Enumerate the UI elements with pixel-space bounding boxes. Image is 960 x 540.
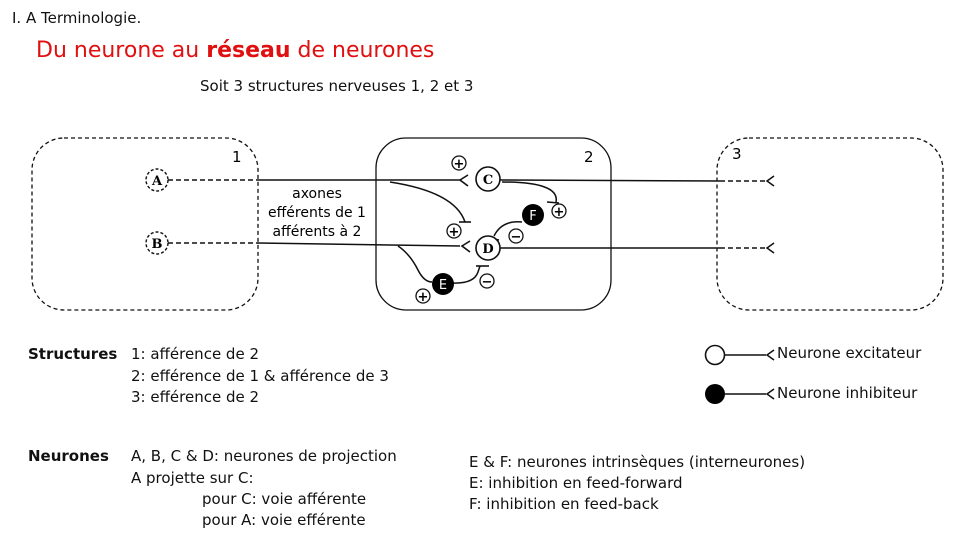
- axon-c-collateral-to-f: [501, 181, 557, 203]
- excitatory-neuron-icon: [704, 344, 726, 366]
- axon-label-line-1: axones: [292, 186, 342, 202]
- legend-excitatory: [704, 344, 775, 366]
- slide-title: Du neurone au réseau de neurones: [36, 38, 434, 63]
- synapse-a-c: [458, 174, 469, 187]
- structure-label-3: 3: [732, 145, 742, 163]
- legend-inhibitory: [705, 384, 775, 404]
- synapse-c-out: [765, 175, 775, 187]
- neurones-sub-line-2: pour A: voie efférente: [202, 511, 366, 529]
- structure-box-3: [716, 137, 944, 311]
- interneurons-line-1: E & F: neurones intrinsèques (interneuro…: [469, 453, 806, 471]
- synapse-d-out: [765, 242, 775, 254]
- neurones-line-1: A, B, C & D: neurones de projection: [131, 447, 397, 465]
- structure-box-1: [31, 137, 259, 311]
- axon-c: [499, 179, 721, 182]
- neurones-heading: Neurones: [28, 447, 109, 465]
- svg-text:+: +: [554, 205, 565, 220]
- neuron-d-label: D: [482, 242, 493, 257]
- title-part1: Du neurone au: [36, 38, 207, 63]
- legend-excitatory-label: Neurone excitateur: [777, 344, 922, 362]
- interneurons-line-3: F: inhibition en feed-back: [469, 495, 659, 513]
- structure-label-2: 2: [584, 148, 594, 166]
- interneurons-line-2: E: inhibition en feed-forward: [469, 474, 683, 492]
- svg-text:+: +: [418, 290, 429, 305]
- axon-b: [257, 242, 461, 247]
- neuron-f: F: [522, 204, 544, 226]
- svg-text:−: −: [482, 275, 493, 290]
- title-highlight: réseau: [206, 38, 291, 63]
- axon-e-to-d: [451, 265, 481, 284]
- structures-heading: Structures: [28, 345, 118, 363]
- neurones-sub-line-1: pour C: voie afférente: [202, 490, 367, 508]
- neuron-c-label: C: [483, 173, 493, 188]
- axon-a-branch-to-d: [389, 181, 466, 223]
- axon-label-line-3: afférents à 2: [273, 224, 362, 240]
- neuron-c: C: [475, 166, 501, 192]
- structures-line-2: 2: efférence de 1 & afférence de 3: [131, 367, 389, 385]
- neuron-b-label: B: [152, 237, 163, 252]
- structures-line-1: 1: afférence de 2: [131, 345, 259, 363]
- axon-label-line-2: efférents de 1: [268, 205, 366, 221]
- neuron-d: D: [475, 235, 501, 261]
- structures-line-3: 3: efférence de 2: [131, 388, 260, 406]
- plus-sign-c: +: [451, 155, 467, 172]
- neuron-e-label: E: [439, 278, 447, 293]
- legend-inhibitory-label: Neurone inhibiteur: [777, 384, 918, 402]
- neuron-a: A: [145, 168, 169, 192]
- minus-sign-fd: −: [508, 228, 524, 245]
- structure-label-1: 1: [232, 148, 242, 166]
- neuron-b: B: [145, 231, 169, 255]
- intro-text: Soit 3 structures nerveuses 1, 2 et 3: [200, 77, 474, 95]
- synapse-c-f: [546, 201, 560, 204]
- neuron-e: E: [432, 273, 454, 295]
- plus-sign-e: +: [415, 288, 431, 305]
- neuron-f-label: F: [529, 209, 536, 224]
- neurones-line-2: A projette sur C:: [131, 469, 254, 487]
- synapse-b-d: [460, 240, 471, 253]
- svg-text:+: +: [449, 225, 460, 240]
- neuron-a-label: A: [151, 174, 163, 189]
- minus-sign-ed: −: [479, 273, 495, 290]
- svg-text:+: +: [454, 157, 465, 172]
- axon-b-branch-to-e: [397, 245, 433, 283]
- plus-sign-f: +: [551, 203, 567, 220]
- plus-sign-d: +: [446, 223, 462, 240]
- axon-annotation: axones efférents de 1 afférents à 2: [262, 184, 372, 240]
- axon-f-to-d: [493, 221, 523, 237]
- svg-text:−: −: [511, 230, 522, 245]
- title-part2: de neurones: [290, 38, 435, 63]
- section-heading: I. A Terminologie.: [12, 9, 142, 27]
- inhibitory-neuron-icon: [705, 384, 725, 404]
- structure-box-2: [375, 137, 612, 311]
